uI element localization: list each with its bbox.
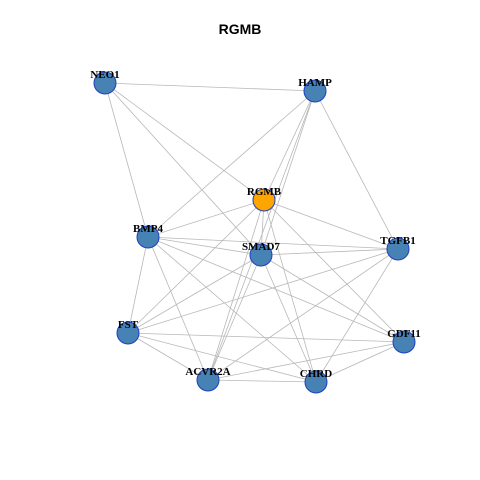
graph-title: RGMB — [218, 21, 262, 37]
node-label-acvr2a: ACVR2A — [185, 366, 230, 378]
edge-acvr2a-chrd — [207, 379, 317, 383]
edge-fst-gdf11 — [127, 332, 405, 343]
node-hamp: HAMP — [298, 77, 332, 103]
edge-rgmb-chrd — [263, 199, 317, 383]
edge-rgmb-fst — [127, 199, 265, 334]
edge-rgmb-acvr2a — [207, 199, 265, 381]
node-circle-neo1 — [93, 71, 117, 95]
node-circle-chrd — [304, 370, 328, 394]
node-label-bmp4: BMP4 — [133, 223, 163, 235]
node-fst: FST — [116, 319, 140, 345]
node-circle-fst — [116, 321, 140, 345]
node-rgmb: RGMB — [247, 186, 282, 212]
node-circle-hamp — [303, 79, 327, 103]
node-circle-rgmb — [252, 188, 276, 212]
node-label-rgmb: RGMB — [247, 186, 282, 198]
edge-neo1-hamp — [104, 82, 316, 92]
node-label-fst: FST — [118, 319, 139, 331]
edge-hamp-smad7 — [260, 90, 316, 256]
node-label-tgfb1: TGFB1 — [380, 235, 415, 247]
edge-fst-acvr2a — [127, 332, 209, 381]
edge-tgfb1-acvr2a — [207, 248, 399, 381]
node-bmp4: BMP4 — [133, 223, 163, 249]
edge-neo1-bmp4 — [104, 82, 149, 238]
node-label-smad7: SMAD7 — [242, 241, 280, 253]
edge-smad7-fst — [127, 254, 262, 334]
edge-fst-chrd — [127, 332, 317, 383]
edge-smad7-acvr2a — [207, 254, 262, 381]
node-tgfb1: TGFB1 — [380, 235, 416, 261]
node-neo1: NEO1 — [90, 69, 120, 95]
edge-gdf11-chrd — [315, 341, 405, 383]
edge-neo1-rgmb — [104, 82, 265, 201]
node-circle-bmp4 — [136, 225, 160, 249]
edge-tgfb1-fst — [127, 248, 399, 334]
node-acvr2a: ACVR2A — [185, 366, 231, 392]
node-circle-gdf11 — [392, 330, 416, 354]
edge-bmp4-fst — [127, 236, 149, 334]
edge-bmp4-tgfb1 — [147, 236, 399, 250]
edge-smad7-chrd — [260, 254, 317, 383]
edge-hamp-tgfb1 — [314, 90, 399, 250]
node-label-gdf11: GDF11 — [387, 328, 421, 340]
node-gdf11: GDF11 — [387, 328, 421, 354]
edge-neo1-smad7 — [104, 82, 262, 256]
node-smad7: SMAD7 — [242, 241, 280, 267]
edge-gdf11-acvr2a — [207, 341, 405, 381]
edge-smad7-gdf11 — [260, 254, 405, 343]
node-label-hamp: HAMP — [298, 77, 332, 89]
edge-bmp4-chrd — [147, 236, 317, 383]
edge-hamp-bmp4 — [147, 90, 316, 238]
node-label-chrd: CHRD — [300, 368, 332, 380]
node-label-neo1: NEO1 — [90, 69, 119, 81]
edge-tgfb1-chrd — [315, 248, 399, 383]
edge-rgmb-tgfb1 — [263, 199, 399, 250]
edge-rgmb-bmp4 — [147, 199, 265, 238]
edge-bmp4-smad7 — [147, 236, 262, 256]
edge-bmp4-acvr2a — [147, 236, 209, 381]
node-circle-smad7 — [249, 243, 273, 267]
edge-rgmb-gdf11 — [263, 199, 405, 343]
node-chrd: CHRD — [300, 368, 332, 394]
edge-hamp-rgmb — [263, 90, 316, 201]
node-circle-tgfb1 — [386, 237, 410, 261]
edge-smad7-tgfb1 — [260, 248, 399, 256]
node-circle-acvr2a — [196, 368, 220, 392]
edge-hamp-acvr2a — [207, 90, 316, 381]
